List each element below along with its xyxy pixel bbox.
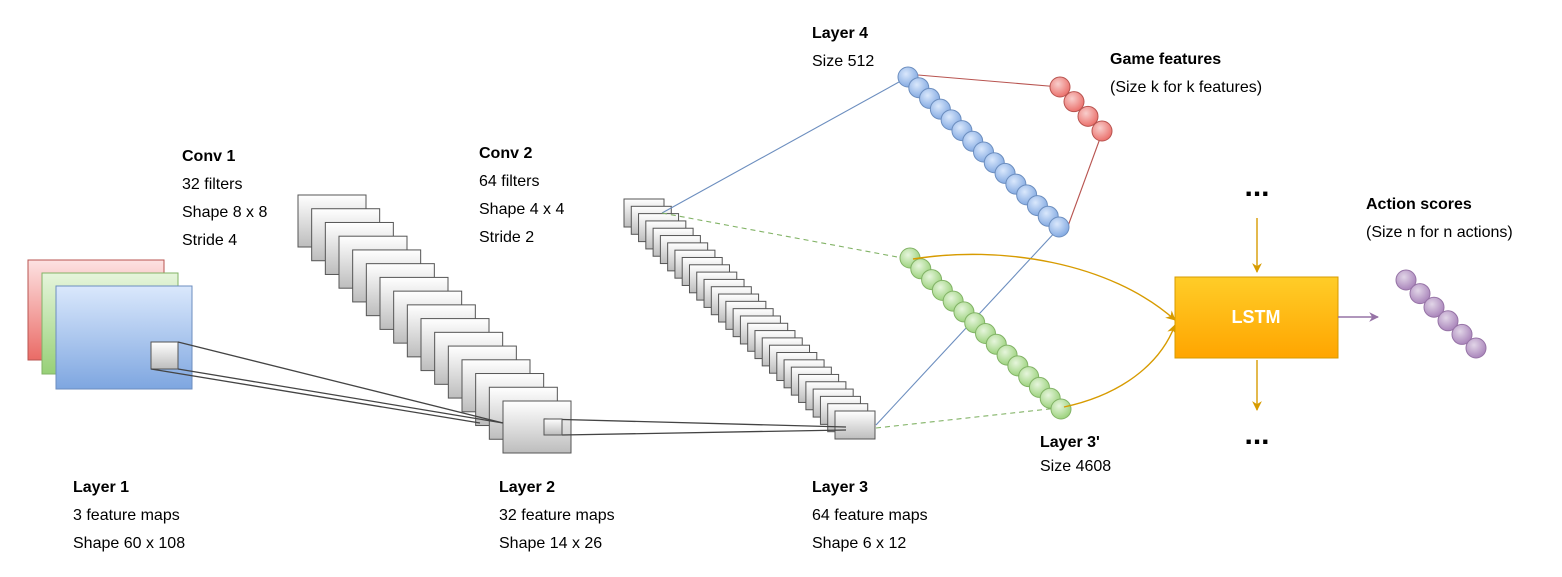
ellipsis-top: ... [1244, 170, 1269, 203]
neuron [1091, 120, 1113, 142]
lstm-label: LSTM [1232, 307, 1281, 327]
game-features-line: (Size k for k features) [1110, 79, 1263, 96]
action-scores-title: Action scores [1366, 196, 1472, 213]
conv1-label: Conv 1 32 filters Shape 8 x 8 Stride 4 [182, 143, 267, 255]
layer3-line: 64 feature maps [812, 507, 928, 524]
layer4-label: Layer 4 Size 512 [812, 20, 874, 76]
game-feature-connections [917, 74, 1103, 227]
layer2-feature-map-stack [297, 194, 572, 454]
neuron [1049, 76, 1071, 98]
action-scores-label: Action scores (Size n for n actions) [1366, 191, 1513, 247]
layer1-label: Layer 1 3 feature maps Shape 60 x 108 [73, 474, 185, 558]
neuron [1063, 91, 1085, 113]
layer3p-title: Layer 3' [1040, 434, 1100, 451]
layer4-connections [661, 76, 1059, 426]
game-feature-neurons [1049, 76, 1113, 142]
layer3-feature-map-stack [623, 198, 876, 440]
layer1-line: Shape 60 x 108 [73, 535, 186, 552]
layer4-neurons [897, 66, 1070, 238]
feature-map [834, 410, 876, 440]
layer3p-neurons [899, 247, 1072, 420]
layer3p-line: Size 4608 [1040, 458, 1112, 475]
layer4-line: Size 512 [812, 53, 875, 70]
action-scores-line: (Size n for n actions) [1366, 224, 1513, 241]
receptive-field-1 [150, 341, 179, 370]
neuron [1395, 269, 1417, 291]
conv1-projection-lines [150, 341, 504, 424]
neuron [1423, 296, 1445, 318]
layer3-title: Layer 3 [812, 479, 869, 496]
neuron [1409, 283, 1431, 305]
neuron [1451, 323, 1473, 345]
game-features-title: Game features [1110, 51, 1222, 68]
conv1-title: Conv 1 [182, 148, 236, 165]
conv2-line: Shape 4 x 4 [479, 201, 565, 218]
layer1-title: Layer 1 [73, 479, 130, 496]
neuron [1050, 398, 1072, 420]
game-features-label: Game features (Size k for k features) [1110, 46, 1262, 102]
layer4-title: Layer 4 [812, 25, 869, 42]
input-map-blue [55, 285, 193, 390]
layer2-title: Layer 2 [499, 479, 556, 496]
neuron [1077, 105, 1099, 127]
conv2-line: 64 filters [479, 173, 540, 190]
action-score-neurons [1395, 269, 1487, 359]
layer1-feature-maps [27, 259, 193, 390]
lstm-input-arrows [912, 218, 1262, 411]
lstm-block: LSTM [1174, 276, 1339, 359]
conv2-projection-lines [543, 418, 847, 436]
receptive-field-2 [543, 418, 563, 436]
neuron [1048, 216, 1070, 238]
conv1-line: 32 filters [182, 176, 243, 193]
layer3-line: Shape 6 x 12 [812, 535, 907, 552]
layer2-label: Layer 2 32 feature maps Shape 14 x 26 [499, 474, 615, 558]
conv2-line: Stride 2 [479, 229, 535, 246]
layer3p-connections [661, 212, 1059, 429]
layer3-label: Layer 3 64 feature maps Shape 6 x 12 [812, 474, 928, 558]
conv2-title: Conv 2 [479, 145, 533, 162]
neuron [1465, 337, 1487, 359]
conv1-line: Stride 4 [182, 232, 238, 249]
neuron [1437, 310, 1459, 332]
layer3p-label: Layer 3' Size 4608 [1040, 431, 1111, 479]
conv2-label: Conv 2 64 filters Shape 4 x 4 Stride 2 [479, 140, 564, 252]
ellipsis-bottom: ... [1244, 418, 1269, 451]
conv1-line: Shape 8 x 8 [182, 204, 268, 221]
layer2-line: 32 feature maps [499, 507, 615, 524]
layer1-line: 3 feature maps [73, 507, 180, 524]
layer2-line: Shape 14 x 26 [499, 535, 603, 552]
